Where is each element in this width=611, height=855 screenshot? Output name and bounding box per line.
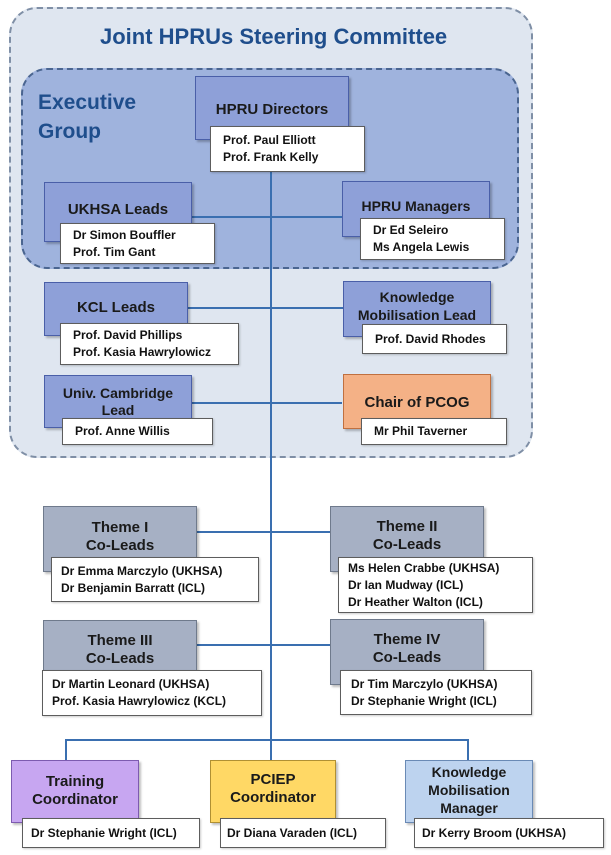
diagram-title: Joint HPRUs Steering Committee (100, 24, 448, 49)
theme-1-label-line-2: Co-Leads (85, 537, 155, 554)
name-item: Prof. David Rhodes (375, 331, 486, 346)
name-item: Dr Heather Walton (ICL) (348, 594, 483, 609)
hpru-managers-label: HPRU Managers (361, 198, 471, 214)
connector-kcl-km-lead (186, 307, 343, 309)
kcl-leads-names: Prof. David Phillips Prof. Kasia Hawrylo… (60, 323, 239, 365)
pciep-coordinator-names: Dr Diana Varaden (ICL) (220, 818, 386, 848)
training-coordinator-box: Training Coordinator (11, 760, 139, 823)
name-item: Dr Ed Seleiro (373, 223, 449, 237)
theme-4-label-line-2: Co-Leads (372, 649, 442, 666)
connector-coordinators-bar (65, 739, 469, 741)
name-item: Dr Ian Mudway (ICL) (348, 577, 464, 592)
theme-1-names: Dr Emma Marczylo (UKHSA) Dr Benjamin Bar… (51, 557, 259, 602)
km-manager-box: Knowledge Mobilisation Manager (405, 760, 533, 823)
connector-theme3-theme4 (195, 644, 330, 646)
hpru-directors-names: Prof. Paul Elliott Prof. Frank Kelly (210, 126, 365, 172)
connector-ukhsa-managers (190, 216, 342, 218)
pcog-chair-names: Mr Phil Taverner (361, 418, 507, 445)
name-item: Ms Angela Lewis (373, 240, 470, 254)
training-label-line-2: Coordinator (32, 791, 118, 808)
pciep-label-line-1: PCIEP (250, 771, 296, 788)
connector-pciep-drop (270, 739, 272, 760)
km-manager-label-line-1: Knowledge (431, 764, 507, 780)
name-item: Prof. Frank Kelly (223, 150, 319, 164)
cambridge-lead-label-line-1: Univ. Cambridge (62, 385, 174, 401)
theme-2-label-line-1: Theme II (376, 518, 438, 535)
name-item: Dr Benjamin Barratt (ICL) (61, 580, 206, 595)
name-item: Ms Helen Crabbe (UKHSA) (348, 560, 500, 575)
name-item: Dr Diana Varaden (ICL) (227, 825, 358, 840)
main-vertical-connector (270, 172, 272, 740)
connector-theme1-theme2 (195, 531, 330, 533)
kcl-leads-label: KCL Leads (76, 299, 156, 316)
theme-4-label-line-1: Theme IV (373, 631, 441, 648)
theme-4-names: Dr Tim Marczylo (UKHSA) Dr Stephanie Wri… (340, 670, 532, 715)
name-item: Dr Simon Bouffler (73, 227, 176, 242)
theme-2-label-line-2: Co-Leads (372, 536, 442, 553)
connector-training-drop (65, 739, 67, 760)
km-lead-names: Prof. David Rhodes (362, 324, 507, 354)
connector-km-manager-drop (467, 739, 469, 760)
hpru-directors-label: HPRU Directors (215, 101, 329, 118)
theme-3-label-line-2: Co-Leads (85, 650, 155, 667)
name-item: Prof. David Phillips (73, 328, 183, 342)
name-item: Prof. Kasia Hawrylowicz (KCL) (52, 694, 227, 708)
pciep-coordinator-box: PCIEP Coordinator (210, 760, 336, 823)
name-item: Mr Phil Taverner (374, 424, 468, 438)
executive-group-line-1: Executive (38, 91, 137, 114)
name-item: Dr Stephanie Wright (ICL) (351, 693, 497, 708)
km-lead-label-line-2: Mobilisation Lead (357, 307, 477, 323)
name-item: Dr Tim Marczylo (UKHSA) (351, 676, 498, 691)
executive-group-line-2: Group (38, 120, 101, 143)
name-item: Prof. Kasia Hawrylowicz (73, 345, 212, 359)
ukhsa-leads-label: UKHSA Leads (67, 201, 169, 218)
name-item: Dr Emma Marczylo (UKHSA) (61, 563, 223, 578)
executive-group-label: Executive Group (38, 88, 136, 146)
cambridge-lead-label-line-2: Lead (101, 402, 135, 418)
theme-1-label-line-1: Theme I (91, 519, 149, 536)
name-item: Dr Kerry Broom (UKHSA) (422, 825, 567, 840)
cambridge-lead-names: Prof. Anne Willis (62, 418, 213, 445)
theme-3-names: Dr Martin Leonard (UKHSA) Prof. Kasia Ha… (42, 670, 262, 716)
name-item: Prof. Anne Willis (75, 424, 170, 438)
km-manager-names: Dr Kerry Broom (UKHSA) (414, 818, 604, 848)
theme-2-names: Ms Helen Crabbe (UKHSA) Dr Ian Mudway (I… (338, 557, 533, 613)
training-coordinator-names: Dr Stephanie Wright (ICL) (22, 818, 200, 848)
ukhsa-leads-names: Dr Simon Bouffler Prof. Tim Gant (60, 223, 215, 264)
name-item: Prof. Paul Elliott (223, 133, 316, 147)
theme-3-label-line-1: Theme III (87, 632, 153, 649)
connector-cambridge-pcog (190, 402, 342, 404)
hpru-managers-names: Dr Ed Seleiro Ms Angela Lewis (360, 218, 505, 260)
km-manager-label-line-2: Mobilisation (428, 782, 510, 798)
km-lead-label-line-1: Knowledge (379, 289, 455, 305)
pcog-chair-label: Chair of PCOG (364, 394, 470, 411)
training-label-line-1: Training (45, 773, 105, 790)
name-item: Dr Stephanie Wright (ICL) (31, 825, 177, 840)
name-item: Prof. Tim Gant (73, 244, 156, 259)
name-item: Dr Martin Leonard (UKHSA) (52, 677, 210, 691)
km-manager-label-line-3: Manager (440, 800, 498, 816)
pciep-label-line-2: Coordinator (230, 789, 316, 806)
